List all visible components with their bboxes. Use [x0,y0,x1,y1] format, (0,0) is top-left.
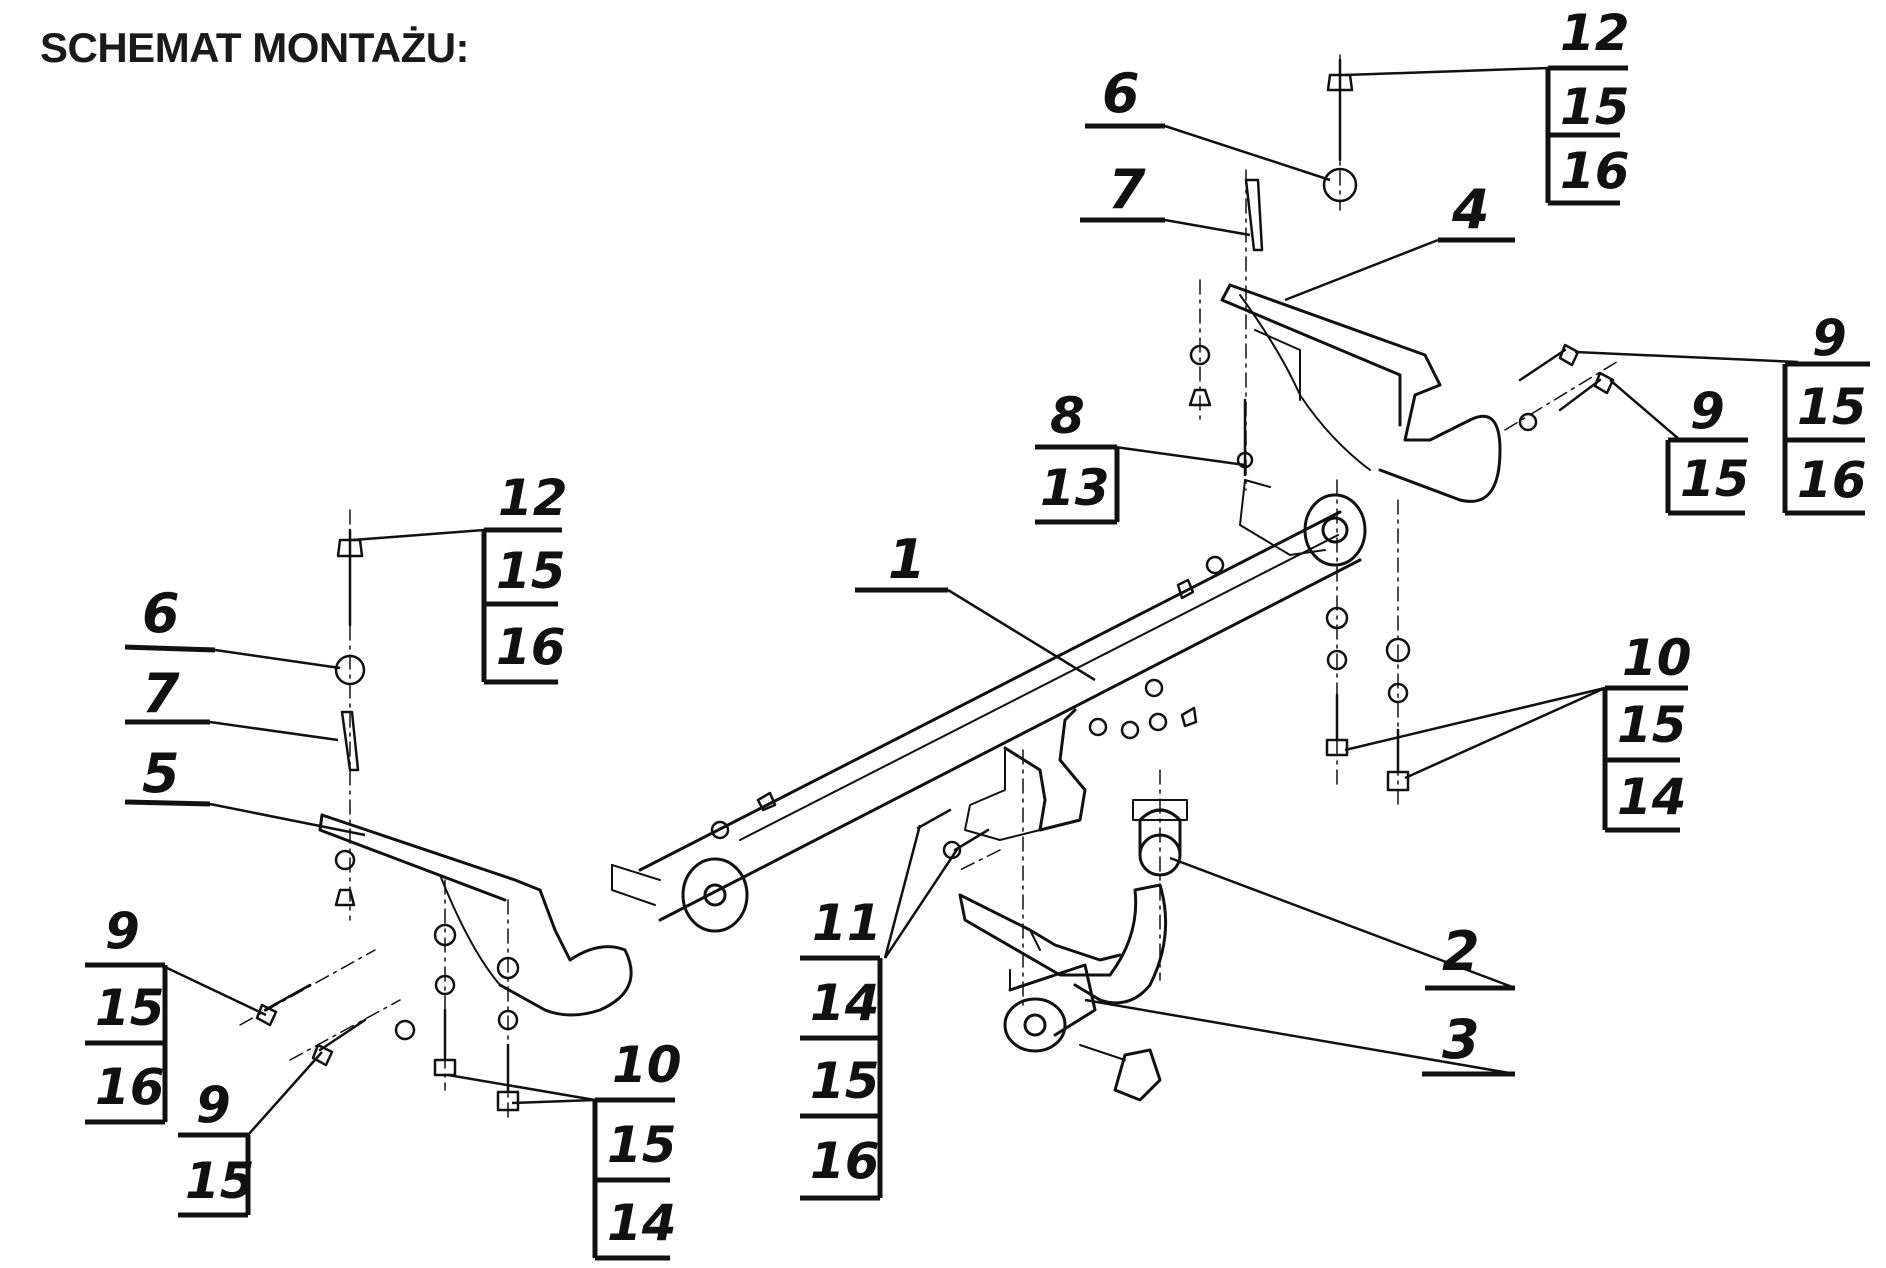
callout-7-left: 7 [125,662,210,725]
hardware-right-top [1188,58,1358,477]
leader-lines [164,66,1799,1136]
callout-10-left: 10 15 14 [592,1036,682,1261]
callout-number: 15 [1680,450,1750,508]
callout-number: 15 [810,1052,880,1110]
callout-9-right-b: 9 15 [1665,382,1750,516]
callout-3: 3 [1422,1008,1515,1077]
callout-number: 9 [1812,309,1847,367]
callout-number: 15 [496,542,566,600]
callout-number: 6 [1102,62,1140,125]
axis-lines [239,54,1621,1121]
callout-number: 16 [1797,451,1867,509]
callout-number: 15 [1617,696,1687,754]
callout-number: 15 [607,1116,677,1174]
callout-5: 5 [124,742,211,807]
callout-8: 8 13 [1035,387,1120,525]
callout-6-top: 6 [1085,62,1165,129]
callout-number: 7 [1108,158,1146,221]
centre-mount [958,708,1168,1005]
callout-number: 9 [1690,382,1725,440]
callout-10-right: 10 15 14 [1602,629,1692,833]
callout-number: 1 [888,528,926,591]
callout-number: 15 [1797,378,1867,436]
callout-7-top: 7 [1080,158,1165,223]
callout-number: 9 [196,1076,231,1134]
callout-6-left: 6 [124,582,216,653]
callout-number: 14 [1617,768,1687,826]
callout-number: 15 [1560,78,1630,136]
callout-number: 14 [607,1194,677,1252]
main-beam [638,493,1367,933]
callout-number: 3 [1442,1008,1480,1071]
callout-number: 12 [1560,4,1630,62]
left-bracket [318,813,661,1017]
callout-number: 11 [812,894,882,952]
socket-plate [1003,963,1162,1102]
callout-number: 6 [142,582,180,645]
callout-number: 10 [1622,629,1692,687]
callout-number: 16 [1560,142,1630,200]
callout-number: 12 [498,469,568,527]
callout-number: 16 [810,1132,880,1190]
callout-number: 16 [95,1058,165,1116]
callout-number: 15 [95,979,165,1037]
drawing [239,54,1621,1121]
callout-number: 7 [142,662,180,725]
callout-number: 4 [1451,178,1490,241]
callout-12-top: 12 15 16 [1545,4,1630,206]
callout-number: 10 [612,1036,682,1094]
callout-number: 2 [1442,920,1480,983]
right-bracket [1220,283,1502,556]
callout-9-right-a: 9 15 16 [1782,309,1870,516]
hardware-right-bottom [1325,606,1411,792]
callout-1: 1 [855,528,948,593]
page-title: SCHEMAT MONTAŻU: [40,24,470,71]
callout-2: 2 [1425,920,1515,991]
callout-9-left-b: 9 15 [178,1076,255,1218]
callout-number: 8 [1050,387,1085,445]
callout-number: 13 [1040,459,1110,517]
callout-12-left: 12 15 16 [481,469,568,685]
callout-number: 16 [496,618,566,676]
callout-number: 15 [185,1152,255,1210]
callout-number: 5 [142,742,180,805]
callout-4: 4 [1438,178,1515,243]
callout-number: 9 [105,902,140,960]
callout-11: 11 14 15 16 [800,894,883,1201]
hardware-right-side [1518,343,1615,432]
callout-9-left-a: 9 15 16 [85,902,168,1125]
callout-number: 14 [810,974,880,1032]
hardware-centre [710,555,1225,860]
